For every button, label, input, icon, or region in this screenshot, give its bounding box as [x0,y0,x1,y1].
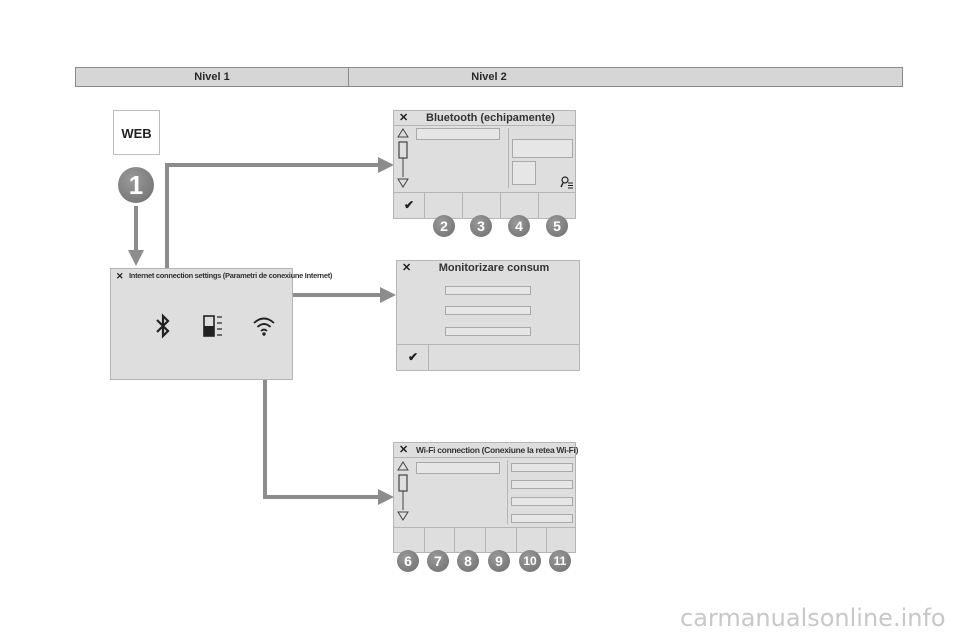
bluetooth-column-divider [508,128,509,188]
wifi-title-divider [394,457,575,458]
monitor-screen: ✕ Monitorizare consum ✔ [396,260,580,371]
arrow-wifi-shaft [263,340,380,499]
wifi-btn-divider-3 [485,527,486,553]
bluetooth-icon[interactable] [155,313,171,339]
web-tile[interactable]: WEB [113,110,160,155]
wifi-btn-divider-2 [454,527,455,553]
level2-label: Nivel 2 [471,71,507,83]
wifi-scroll-up-icon [397,461,409,471]
wifi-option-4[interactable] [511,514,573,523]
header-divider [348,68,349,86]
bluetooth-confirm-icon[interactable]: ✔ [404,198,415,212]
monitor-field-1 [445,286,531,295]
internet-close-icon[interactable]: ✕ [116,271,124,281]
scroll-down-icon [397,178,409,188]
step-badge-1: 1 [118,167,154,203]
wifi-column-divider [507,460,508,524]
wifi-screen: ✕ Wi-Fi connection (Conexiune la retea W… [393,442,579,553]
bluetooth-btn-divider-4 [538,192,539,219]
wifi-bottom-divider [394,527,575,528]
arrow-monitor-head [380,287,396,303]
arrow-bt-head [378,157,394,173]
step-badge-11: 11 [549,550,571,572]
monitor-close-icon[interactable]: ✕ [402,262,412,274]
wifi-btn-divider-4 [516,527,517,553]
step-badge-7: 7 [427,550,449,572]
bluetooth-btn-divider-3 [500,192,501,219]
wifi-btn-divider-5 [546,527,547,553]
monitor-btn-divider [428,344,429,371]
level-header: Nivel 1 Nivel 2 [75,67,903,87]
scroll-thumb [398,141,408,159]
step-badge-5: 5 [546,215,568,237]
monitor-field-2 [445,306,531,315]
wifi-scroll-down-icon [397,511,409,521]
monitor-confirm-icon[interactable]: ✔ [408,350,419,364]
monitor-title: Monitorizare consum [438,262,550,274]
bluetooth-btn-divider-1 [424,192,425,219]
wifi-option-3[interactable] [511,497,573,506]
wifi-close-icon[interactable]: ✕ [399,444,409,456]
bluetooth-list-item[interactable] [416,128,500,140]
wifi-option-1[interactable] [511,463,573,472]
wifi-scroll-bar[interactable] [396,460,410,524]
step-badge-3: 3 [470,215,492,237]
wifi-btn-divider-1 [424,527,425,553]
step-badge-4: 4 [508,215,530,237]
internet-title: Internet connection settings (Parametri … [129,271,333,280]
bluetooth-close-icon[interactable]: ✕ [399,112,409,124]
scroll-up-icon [397,128,409,138]
data-usage-icon[interactable] [202,313,224,339]
monitor-field-3 [445,327,531,336]
arrow-bt-shaft [165,163,380,312]
monitor-bottom-divider [397,344,579,345]
arrow-down-head [128,250,144,266]
step-badge-6: 6 [397,550,419,572]
step-badge-10: 10 [519,550,541,572]
internet-settings-screen: ✕ Internet connection settings (Parametr… [110,268,332,380]
wifi-list-item[interactable] [416,462,500,474]
bluetooth-screen: ✕ Bluetooth (echipamente) ✔ [393,110,576,219]
bluetooth-title: Bluetooth (echipamente) [426,112,555,124]
step-badge-8: 8 [457,550,479,572]
step-badge-2: 2 [433,215,455,237]
step-badge-9: 9 [488,550,510,572]
bluetooth-bottom-divider [394,192,575,193]
wifi-scroll-thumb [398,474,408,492]
wifi-icon[interactable] [252,315,276,337]
bluetooth-option-field[interactable] [512,139,573,158]
search-list-icon[interactable] [560,175,574,189]
wifi-option-2[interactable] [511,480,573,489]
watermark: carmanualsonline.info [680,604,946,632]
bluetooth-btn-divider-2 [462,192,463,219]
arrow-wifi-head [378,489,394,505]
scroll-bar[interactable] [396,127,410,191]
level1-label: Nivel 1 [194,71,230,83]
bluetooth-option-box[interactable] [512,161,536,185]
bluetooth-title-divider [394,125,575,126]
wifi-title: Wi-Fi connection (Conexiune la retea Wi-… [416,445,579,455]
